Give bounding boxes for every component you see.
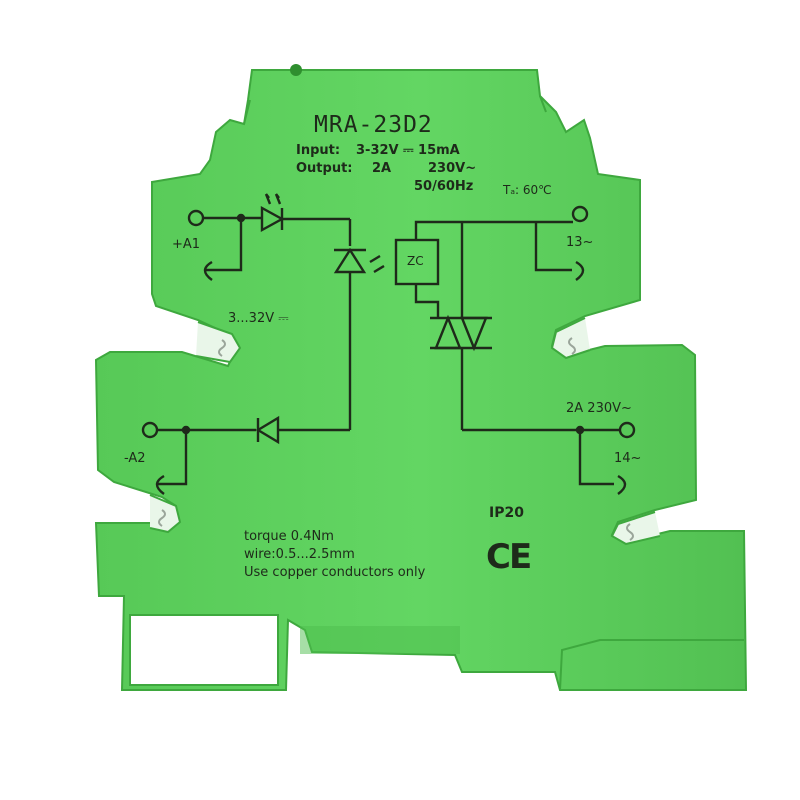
zc-label: ZC xyxy=(407,254,424,268)
terminal-a1-label: +A1 xyxy=(172,237,201,252)
din-rail-slot xyxy=(129,614,279,686)
top-pin xyxy=(290,64,302,76)
output-voltage: 230V~ xyxy=(428,161,477,176)
terminal-a2-clamp xyxy=(155,474,165,495)
output-label: Output: xyxy=(296,161,353,176)
terminal-14-label: 14~ xyxy=(614,451,642,466)
ip-rating: IP20 xyxy=(489,505,524,521)
circuit-diagram xyxy=(141,193,636,495)
screw-notch-a1 xyxy=(195,321,242,364)
relay-housing xyxy=(94,69,748,691)
wire-note: wire:0.5...2.5mm xyxy=(244,547,355,562)
torque-note: torque 0.4Nm xyxy=(244,529,334,544)
din-clip-edge xyxy=(559,639,744,691)
ce-mark: CE xyxy=(486,537,532,577)
ambient-temperature: Tₐ: 60℃ xyxy=(503,183,552,197)
terminal-a2-label: -A2 xyxy=(124,451,146,466)
din-clip-slot xyxy=(300,626,460,654)
led-symbol xyxy=(260,205,285,233)
top-rib xyxy=(243,95,547,125)
led-arrows xyxy=(264,193,282,205)
screw-notch-a2 xyxy=(149,494,182,534)
screw-notch-14 xyxy=(610,511,661,546)
output-current: 2A xyxy=(372,161,392,176)
input-range-label: 3...32V ⎓ xyxy=(228,311,289,326)
output-rating-label: 2A 230V~ xyxy=(566,401,632,416)
model-number: MRA-23D2 xyxy=(314,112,433,138)
terminal-a1-clamp xyxy=(203,260,213,281)
input-label: Input: xyxy=(296,143,341,158)
opto-arrows xyxy=(369,254,385,274)
screw-notch-13 xyxy=(550,317,591,360)
copper-note: Use copper conductors only xyxy=(244,565,426,580)
terminal-13-label: 13~ xyxy=(566,235,594,250)
terminal-14-circle xyxy=(618,421,636,439)
terminal-14-clamp xyxy=(617,474,627,495)
output-frequency: 50/60Hz xyxy=(414,179,474,194)
terminal-13-clamp xyxy=(575,260,585,281)
terminal-13-circle xyxy=(571,205,589,223)
input-value: 3-32V ⎓ 15mA xyxy=(356,143,460,158)
triac-symbol xyxy=(434,314,488,352)
